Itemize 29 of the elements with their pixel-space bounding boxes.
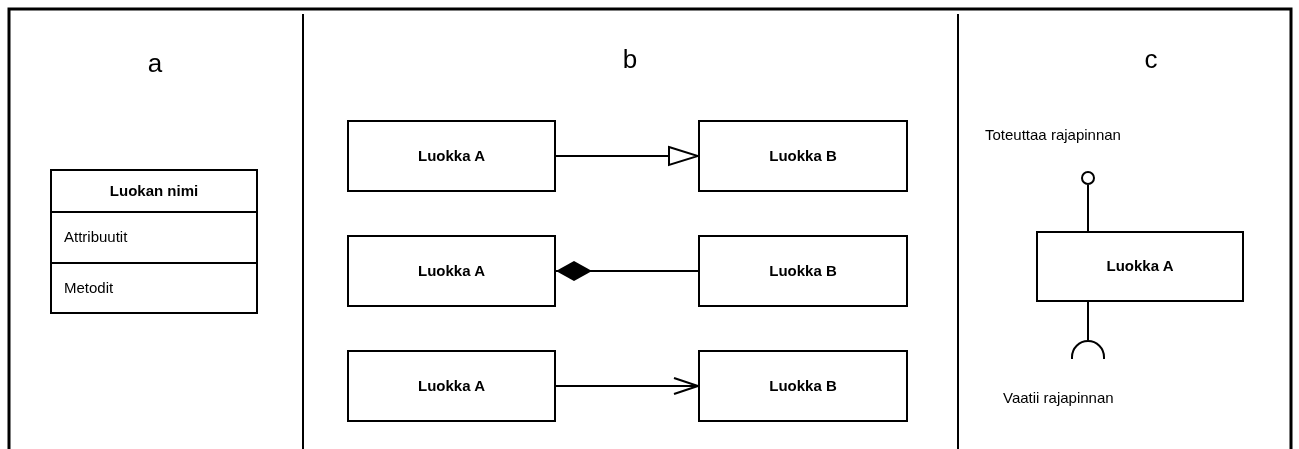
class-box <box>347 120 556 192</box>
class-name: Luokka A <box>418 375 485 396</box>
class-box <box>347 350 556 422</box>
interface-label: Toteuttaa rajapinnan <box>985 125 1122 145</box>
class-name: Luokka B <box>769 375 837 396</box>
panel-letter: b <box>621 43 639 76</box>
class-name: Luokka A <box>418 145 485 166</box>
class-name: Luokka A <box>1106 256 1174 277</box>
arrow <box>555 377 699 395</box>
interface-circle <box>1081 171 1095 185</box>
connector-line <box>1087 301 1089 341</box>
panel-letter: a <box>146 47 164 80</box>
class-box <box>347 235 556 307</box>
method-text: Metodit <box>52 261 256 312</box>
class-box <box>1036 231 1244 302</box>
interface-socket <box>1071 340 1105 359</box>
connector-line <box>1087 184 1089 232</box>
panel-letter: c <box>1143 43 1159 76</box>
interface-label: Vaatii rajapinnan <box>1003 388 1115 408</box>
attribute-text: Attribuutit <box>52 211 256 262</box>
class-box <box>50 169 258 314</box>
class-name: Luokan nimi <box>108 180 200 201</box>
class-name: Luokka B <box>769 260 837 281</box>
class-box <box>698 350 908 422</box>
arrow <box>555 146 699 166</box>
class-name: Luokka A <box>418 260 485 281</box>
class-name: Luokka B <box>769 145 837 166</box>
class-box <box>698 235 908 307</box>
class-box <box>698 120 908 192</box>
